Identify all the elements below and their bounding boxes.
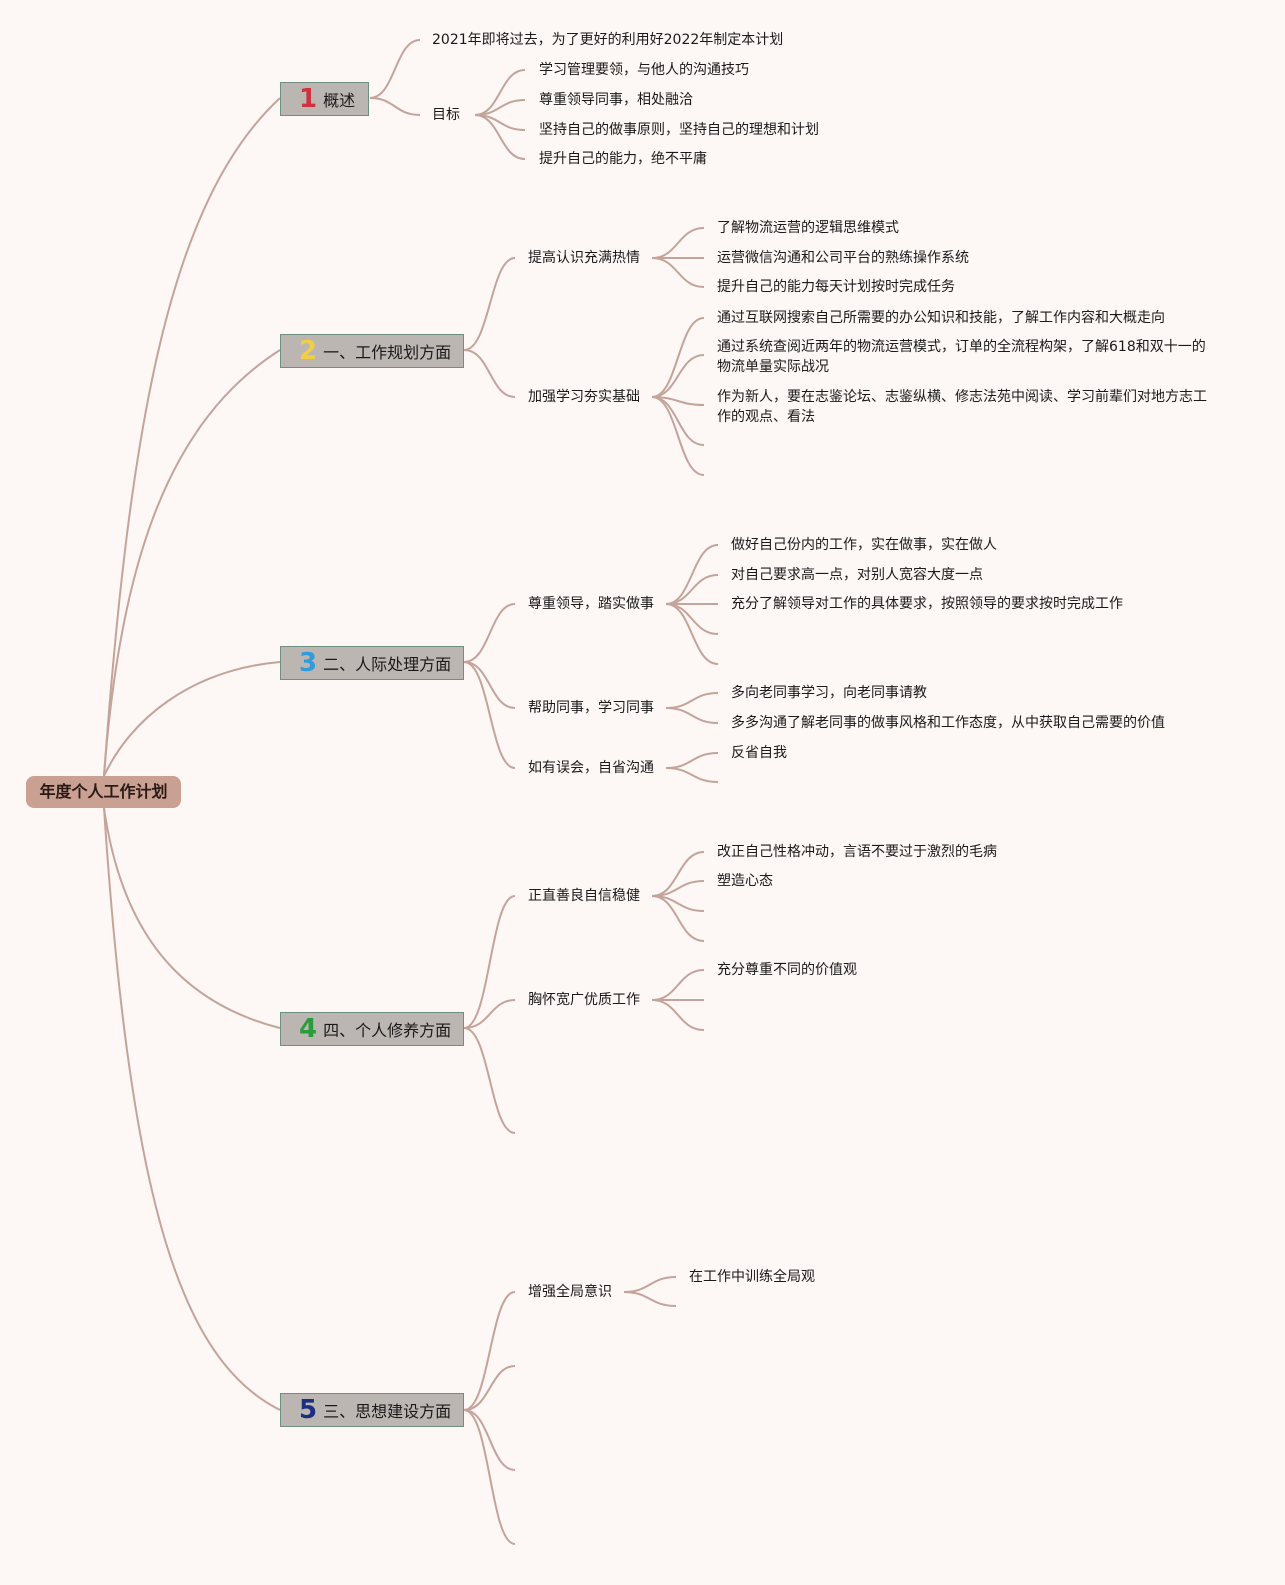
topic-item[interactable]: 反省自我 — [731, 745, 787, 761]
topic-item[interactable]: 塑造心态 — [717, 873, 773, 889]
topic-item[interactable]: 改正自己性格冲动，言语不要过于激烈的毛病 — [717, 844, 997, 860]
topic-item[interactable]: 通过系统查阅近两年的物流运营模式，订单的全流程构架，了解618和双十一的物流单量… — [717, 339, 1206, 375]
number-badge: 3 — [299, 648, 318, 678]
branch-label: 三、思想建设方面 — [323, 1402, 452, 1421]
subtopic-misunderstanding[interactable]: 如有误会，自省沟通 — [528, 760, 654, 776]
subtopic-respect[interactable]: 尊重领导，踏实做事 — [528, 596, 654, 612]
topic-item[interactable]: 对自己要求高一点，对别人宽容大度一点 — [731, 567, 983, 583]
number-badge: 4 — [299, 1014, 318, 1044]
branch-work-planning[interactable]: 2 一、工作规划方面 — [280, 334, 464, 368]
branch-label: 一、工作规划方面 — [323, 343, 452, 362]
topic-item[interactable]: 在工作中训练全局观 — [689, 1269, 815, 1285]
branch-cultivation[interactable]: 4 四、个人修养方面 — [280, 1012, 464, 1046]
topic-item[interactable]: 通过互联网搜索自己所需要的办公知识和技能，了解工作内容和大概走向 — [717, 310, 1165, 326]
topic-item[interactable]: 运营微信沟通和公司平台的熟练操作系统 — [717, 250, 969, 266]
subtopic-integrity[interactable]: 正直善良自信稳健 — [528, 888, 640, 904]
topic-item[interactable]: 做好自己份内的工作，实在做事，实在做人 — [731, 537, 997, 553]
number-badge: 5 — [299, 1395, 318, 1425]
branch-label: 四、个人修养方面 — [323, 1021, 452, 1040]
subtopic-colleagues[interactable]: 帮助同事，学习同事 — [528, 700, 654, 716]
subtopic-broadmind[interactable]: 胸怀宽广优质工作 — [528, 992, 640, 1008]
topic-item[interactable]: 提升自己的能力每天计划按时完成任务 — [717, 279, 955, 295]
branch-label: 二、人际处理方面 — [323, 655, 452, 674]
branch-thought[interactable]: 5 三、思想建设方面 — [280, 1393, 464, 1427]
subtopic-enthusiasm[interactable]: 提高认识充满热情 — [528, 250, 640, 266]
topic-item[interactable]: 作为新人，要在志鉴论坛、志鉴纵横、修志法苑中阅读、学习前辈们对地方志工作的观点、… — [717, 389, 1207, 425]
subtopic-overall[interactable]: 增强全局意识 — [528, 1284, 612, 1300]
topic-item[interactable]: 多多沟通了解老同事的做事风格和工作态度，从中获取自己需要的价值 — [731, 715, 1165, 731]
branch-label: 概述 — [323, 91, 356, 110]
goal-item[interactable]: 坚持自己的做事原则，坚持自己的理想和计划 — [539, 122, 819, 138]
goal-item[interactable]: 提升自己的能力，绝不平庸 — [539, 151, 707, 167]
root-node[interactable]: 年度个人工作计划 — [26, 776, 181, 808]
goal-item[interactable]: 尊重领导同事，相处融洽 — [539, 92, 693, 108]
number-badge: 1 — [299, 84, 318, 114]
overview-goal[interactable]: 目标 — [432, 107, 460, 123]
goal-item[interactable]: 学习管理要领，与他人的沟通技巧 — [539, 62, 749, 78]
topic-item[interactable]: 了解物流运营的逻辑思维模式 — [717, 220, 899, 236]
branch-overview[interactable]: 1 概述 — [280, 82, 369, 116]
number-badge: 2 — [299, 336, 318, 366]
subtopic-study[interactable]: 加强学习夯实基础 — [528, 389, 640, 405]
branch-interpersonal[interactable]: 3 二、人际处理方面 — [280, 646, 464, 680]
overview-intro[interactable]: 2021年即将过去，为了更好的利用好2022年制定本计划 — [432, 32, 784, 48]
topic-item[interactable]: 充分了解领导对工作的具体要求，按照领导的要求按时完成工作 — [731, 596, 1123, 612]
topic-item[interactable]: 充分尊重不同的价值观 — [717, 962, 857, 978]
topic-item[interactable]: 多向老同事学习，向老同事请教 — [731, 685, 927, 701]
